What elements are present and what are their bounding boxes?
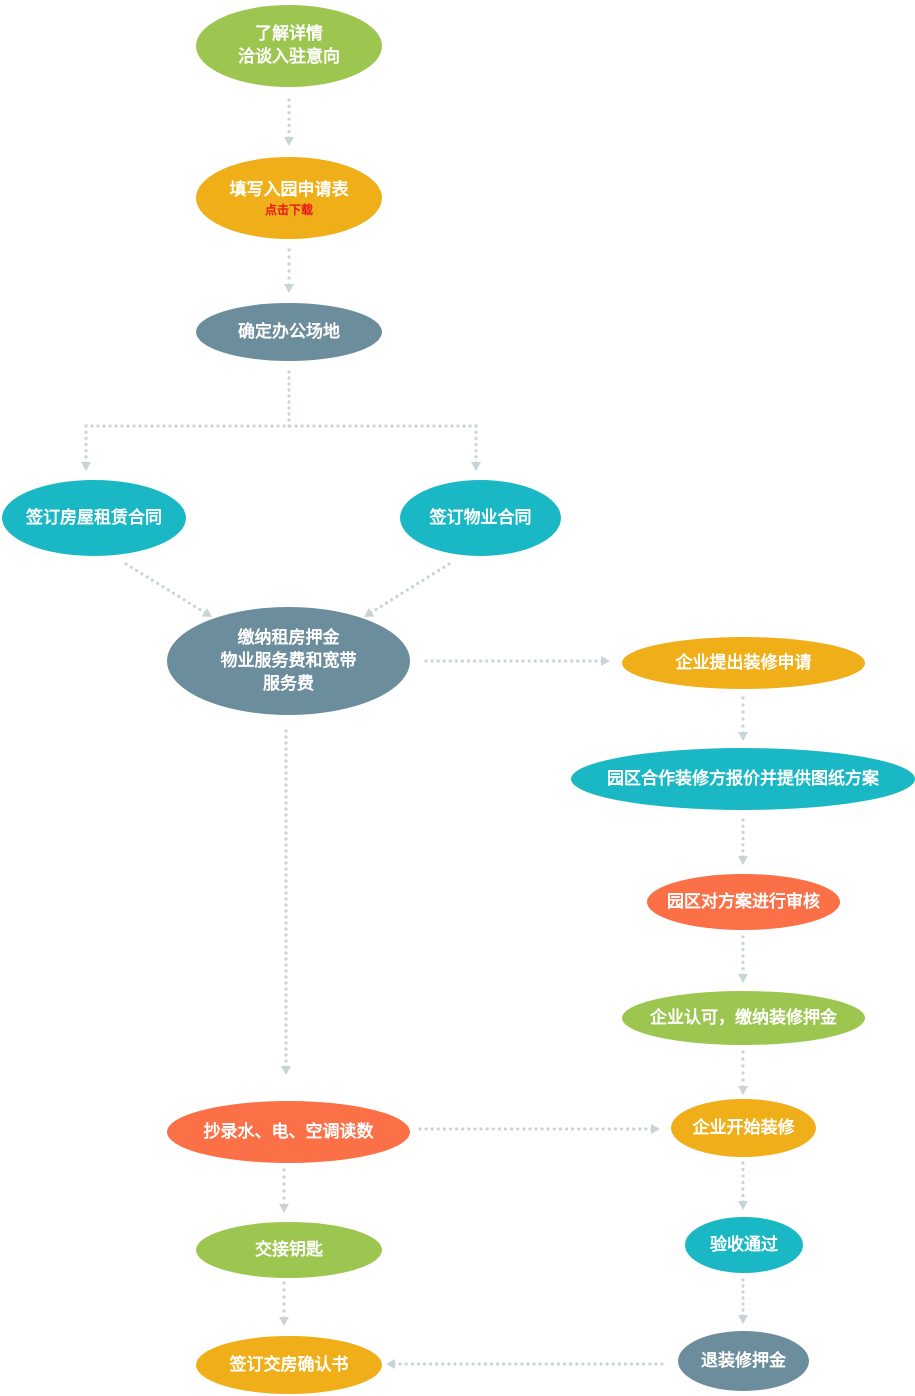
connector-meter-startrenovation-line — [418, 1127, 654, 1131]
node-sign-handover: 签订交房确认书 — [196, 1336, 382, 1394]
node-sign-lease-label: 签订房屋租赁合同 — [26, 507, 162, 528]
connector-split-lease-arrowhead — [81, 462, 91, 471]
connector-property-deposit-arrowhead — [364, 607, 375, 617]
node-sign-handover-label: 签订交房确认书 — [229, 1354, 349, 1375]
node-plan-review-label: 园区对方案进行审核 — [667, 891, 820, 912]
connector-r1-r2-line — [741, 696, 745, 735]
node-start-renovation-label: 企业开始装修 — [692, 1117, 795, 1138]
node-fill-application: 填写入园申请表 点击下载 — [196, 157, 382, 239]
connector-meter-startrenovation-arrowhead — [651, 1124, 660, 1134]
connector-1-2-line — [287, 98, 291, 140]
connector-deposit-meter-arrowhead — [281, 1066, 291, 1075]
node-fill-application-label: 填写入园申请表 — [229, 179, 349, 200]
connector-split-lease-line — [84, 424, 88, 465]
node-understand-details-line2: 洽谈入驻意向 — [238, 47, 340, 67]
node-pay-deposit-line3: 服务费 — [263, 673, 314, 694]
connector-r3-r4-arrowhead — [738, 974, 748, 983]
node-renovation-quote: 园区合作装修方报价并提供图纸方案 — [571, 748, 915, 810]
node-meter-reading: 抄录水、电、空调读数 — [167, 1101, 410, 1163]
connector-split-property-line — [474, 424, 478, 465]
connector-deposit-renovation-arrowhead — [601, 656, 610, 666]
node-pay-deposit: 缴纳租房押金 物业服务费和宽带 服务费 — [167, 607, 410, 715]
connector-r5-r6-arrowhead — [738, 1201, 748, 1210]
connector-r6-r7-arrowhead — [738, 1315, 748, 1324]
node-confirm-office: 确定办公场地 — [196, 303, 382, 361]
download-link[interactable]: 点击下载 — [264, 202, 313, 217]
node-hand-over-keys-label: 交接钥匙 — [255, 1239, 323, 1260]
node-pay-renovation-deposit-label: 企业认可，缴纳装修押金 — [650, 1007, 837, 1028]
connector-split-horizontal — [84, 424, 478, 428]
connector-r2-r3-arrowhead — [738, 856, 748, 865]
connector-keys-handover-arrowhead — [279, 1317, 289, 1326]
node-sign-property-label: 签订物业合同 — [429, 507, 532, 528]
connector-deposit-meter-line — [284, 729, 288, 1069]
connector-split-property-arrowhead — [471, 462, 481, 471]
connector-property-deposit-line — [369, 562, 451, 615]
connector-refund-handover-arrowhead — [386, 1359, 395, 1369]
node-start-renovation: 企业开始装修 — [671, 1099, 816, 1157]
connector-1-2-arrowhead — [284, 137, 294, 146]
node-sign-property: 签订物业合同 — [400, 480, 561, 556]
node-hand-over-keys: 交接钥匙 — [196, 1222, 382, 1278]
node-inspection-passed-label: 验收通过 — [710, 1234, 778, 1255]
connector-keys-handover-line — [282, 1281, 286, 1320]
node-inspection-passed: 验收通过 — [685, 1217, 803, 1273]
node-understand-details: 了解详情 洽谈入驻意向 — [196, 5, 382, 87]
node-pay-deposit-line1: 缴纳租房押金 — [237, 627, 340, 648]
connector-refund-handover-line — [392, 1362, 664, 1366]
node-renovation-apply: 企业提出装修申请 — [622, 637, 865, 689]
node-understand-details-line1: 了解详情 — [255, 24, 323, 44]
node-refund-deposit: 退装修押金 — [678, 1331, 809, 1391]
connector-lease-deposit-arrowhead — [201, 608, 212, 617]
node-plan-review: 园区对方案进行审核 — [647, 874, 840, 930]
connector-r6-r7-line — [741, 1278, 745, 1318]
connector-2-3-arrowhead — [284, 284, 294, 293]
connector-deposit-renovation-line — [424, 659, 604, 663]
connector-r4-r5-arrowhead — [738, 1086, 748, 1095]
connector-meter-keys-line — [282, 1168, 286, 1207]
connector-r2-r3-line — [741, 818, 745, 859]
connector-r5-r6-line — [741, 1161, 745, 1204]
connector-meter-keys-arrowhead — [279, 1204, 289, 1213]
connector-lease-deposit-line — [124, 562, 207, 615]
connector-2-3-line — [287, 248, 291, 287]
node-meter-reading-label: 抄录水、电、空调读数 — [203, 1121, 374, 1142]
node-confirm-office-label: 确定办公场地 — [238, 321, 340, 342]
connector-3-split — [287, 370, 291, 428]
connector-r1-r2-arrowhead — [738, 732, 748, 741]
connector-r4-r5-line — [741, 1050, 745, 1089]
node-renovation-quote-label: 园区合作装修方报价并提供图纸方案 — [607, 768, 879, 789]
node-pay-renovation-deposit: 企业认可，缴纳装修押金 — [622, 991, 865, 1045]
connector-r3-r4-line — [741, 935, 745, 977]
node-pay-deposit-line2: 物业服务费和宽带 — [220, 650, 357, 671]
node-renovation-apply-label: 企业提出装修申请 — [675, 652, 812, 673]
node-sign-lease: 签订房屋租赁合同 — [2, 480, 186, 556]
node-refund-deposit-label: 退装修押金 — [701, 1350, 786, 1371]
